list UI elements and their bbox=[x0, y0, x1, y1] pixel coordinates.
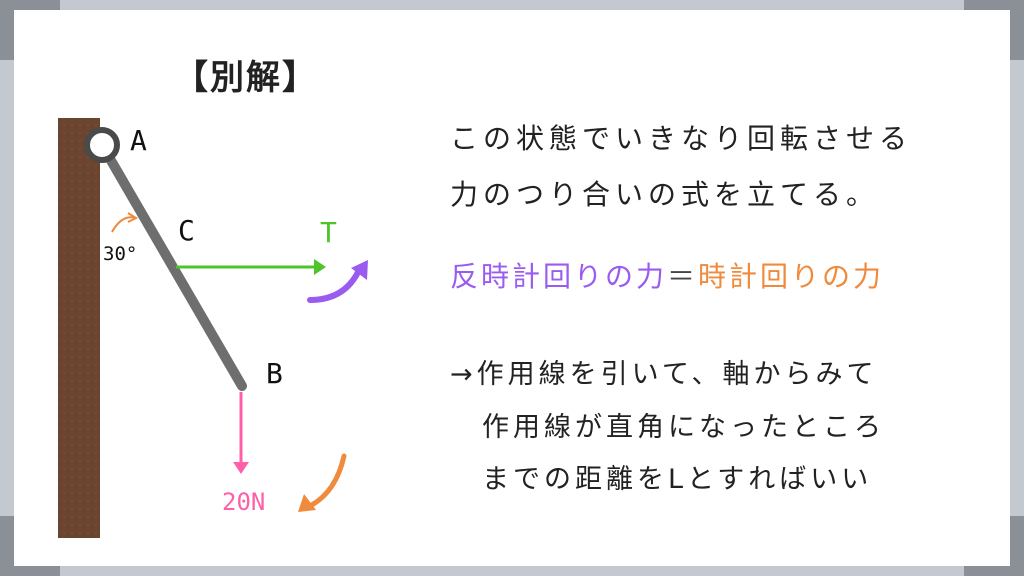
slide: A C T B 30° 20N 【別解】 この状態でいきなり回転させる 力のつり… bbox=[14, 10, 1010, 566]
explanation-line: この状態でいきなり回転させる bbox=[450, 122, 913, 155]
page-title: 【別解】 bbox=[174, 58, 318, 98]
weight-label: 20N bbox=[222, 488, 265, 516]
ccw-moment-arrow bbox=[307, 265, 363, 303]
weight-arrowhead-icon bbox=[233, 462, 249, 474]
cw-moment-arrow bbox=[307, 453, 347, 509]
angle-arc-arrow-icon bbox=[127, 212, 139, 223]
rod bbox=[97, 140, 247, 391]
rod-diagram: A C T B 30° 20N bbox=[58, 118, 368, 538]
label-t: T bbox=[320, 216, 337, 249]
hinge-icon bbox=[84, 127, 120, 163]
label-b: B bbox=[266, 357, 283, 390]
frame-corner bbox=[0, 0, 14, 60]
explanation-line: 力のつり合いの式を立てる。 bbox=[450, 178, 880, 211]
frame-corner bbox=[1010, 0, 1024, 60]
frame-corner bbox=[1010, 516, 1024, 576]
equals-sign: ＝ bbox=[667, 260, 699, 293]
cw-arrowhead-icon bbox=[298, 494, 316, 512]
note-line: 作用線が直角になったところ bbox=[482, 412, 885, 443]
label-a: A bbox=[130, 124, 147, 157]
moment-equation: 反時計回りの力＝時計回りの力 bbox=[450, 255, 884, 295]
frame-corner bbox=[0, 516, 14, 576]
wall bbox=[58, 118, 100, 538]
angle-label: 30° bbox=[103, 243, 137, 265]
ccw-arrowhead-icon bbox=[351, 260, 368, 280]
ccw-term: 反時計回りの力 bbox=[450, 260, 668, 293]
label-c: C bbox=[178, 214, 195, 247]
tension-arrowhead-icon bbox=[314, 259, 326, 275]
note-line: →作用線を引いて、軸からみて bbox=[450, 359, 878, 390]
note-line: までの距離をLとすればいい bbox=[482, 464, 873, 495]
cw-term: 時計回りの力 bbox=[698, 260, 885, 293]
